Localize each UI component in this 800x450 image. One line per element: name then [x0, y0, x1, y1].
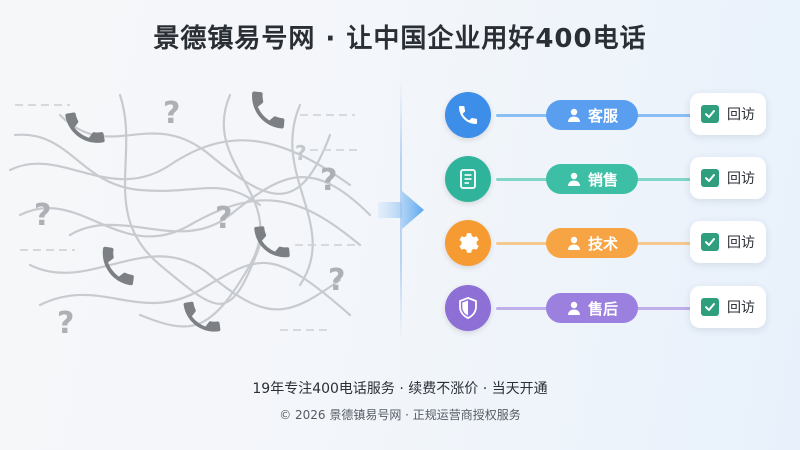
checkmark-icon [701, 298, 719, 316]
document-icon [445, 156, 491, 202]
follow-up-checkbox[interactable]: 回访 [690, 93, 766, 135]
follow-up-label: 回访 [727, 171, 755, 187]
phone-icon [445, 92, 491, 138]
svg-text:?: ? [215, 201, 232, 236]
shield-icon [445, 285, 491, 331]
svg-text:?: ? [163, 96, 180, 131]
route-row-sales: 销售 回访 [440, 151, 780, 207]
svg-text:?: ? [328, 263, 345, 298]
checkmark-icon [701, 233, 719, 251]
checkmark-icon [701, 169, 719, 187]
route-row-customer-service: 客服 回访 [440, 87, 780, 143]
checkmark-icon [701, 105, 719, 123]
route-row-after-sales: 售后 回访 [440, 280, 780, 336]
follow-up-label: 回访 [727, 235, 755, 251]
route-pill-technical[interactable]: 技术 [546, 228, 638, 258]
gear-icon [445, 220, 491, 266]
follow-up-checkbox[interactable]: 回访 [690, 157, 766, 199]
arrow-right-icon [378, 191, 424, 229]
page-title: 景德镇易号网 · 让中国企业用好400电话 [153, 24, 647, 54]
route-label: 销售 [587, 170, 618, 189]
user-icon [567, 172, 580, 186]
route-pill-customer-service[interactable]: 客服 [546, 100, 638, 130]
svg-text:?: ? [295, 141, 307, 165]
route-row-technical: 技术 回访 [440, 215, 780, 271]
chaotic-calls-illustration: ? ? ? ? ? ? ? [8, 91, 372, 341]
follow-up-label: 回访 [727, 107, 755, 123]
user-icon [567, 108, 580, 122]
route-label: 售后 [587, 299, 618, 318]
service-tagline: 19年专注400电话服务 · 续费不涨价 · 当天开通 [252, 381, 548, 397]
svg-text:?: ? [320, 163, 337, 198]
user-icon [567, 301, 580, 315]
follow-up-checkbox[interactable]: 回访 [690, 286, 766, 328]
follow-up-checkbox[interactable]: 回访 [690, 221, 766, 263]
svg-text:?: ? [57, 306, 74, 341]
user-icon [567, 236, 580, 250]
follow-up-label: 回访 [727, 300, 755, 316]
copyright-notice: © 2026 景德镇易号网 · 正规运营商授权服务 [279, 408, 521, 422]
route-pill-sales[interactable]: 销售 [546, 164, 638, 194]
route-pill-after-sales[interactable]: 售后 [546, 293, 638, 323]
route-label: 客服 [587, 106, 618, 125]
route-label: 技术 [587, 234, 618, 253]
svg-text:?: ? [34, 198, 51, 233]
